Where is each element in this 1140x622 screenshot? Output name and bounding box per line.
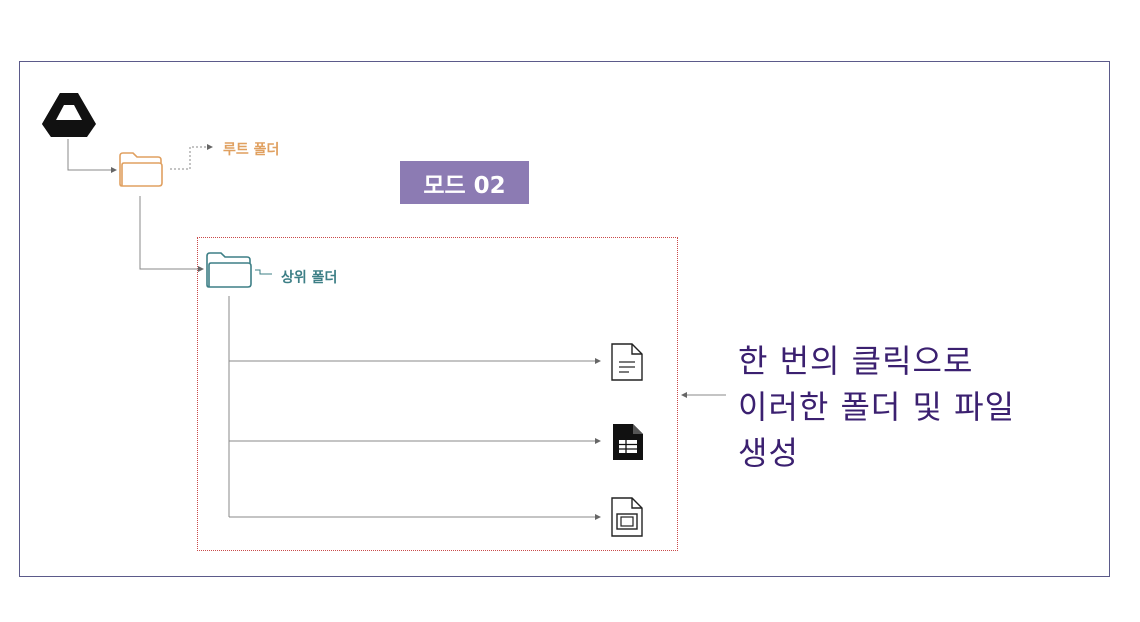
caption-line-2: 이러한 폴더 및 파일: [738, 388, 1016, 426]
parent-label-connector: [255, 269, 272, 275]
mode-badge: 모드 02: [400, 161, 529, 204]
created-items-group: [197, 237, 678, 551]
caption-text: 한 번의 클릭으로 이러한 폴더 및 파일 생성: [738, 338, 1015, 476]
google-drive-icon: [42, 93, 96, 137]
parent-folder-icon: [206, 252, 252, 288]
diagram-frame: [19, 61, 1110, 577]
drive-to-root-connector: [67, 139, 117, 173]
google-sheets-icon: [613, 424, 643, 460]
google-docs-icon: [611, 343, 643, 381]
root-to-parent-connector: [139, 196, 204, 272]
root-folder-label: 루트 폴더: [223, 142, 280, 158]
parent-folder-label: 상위 폴더: [281, 270, 338, 286]
caption-line-3: 생성: [738, 434, 799, 472]
caption-line-1: 한 번의 클릭으로: [738, 342, 974, 380]
root-folder-icon: [119, 152, 163, 187]
google-slides-icon: [611, 497, 643, 537]
root-label-connector: [170, 144, 213, 170]
